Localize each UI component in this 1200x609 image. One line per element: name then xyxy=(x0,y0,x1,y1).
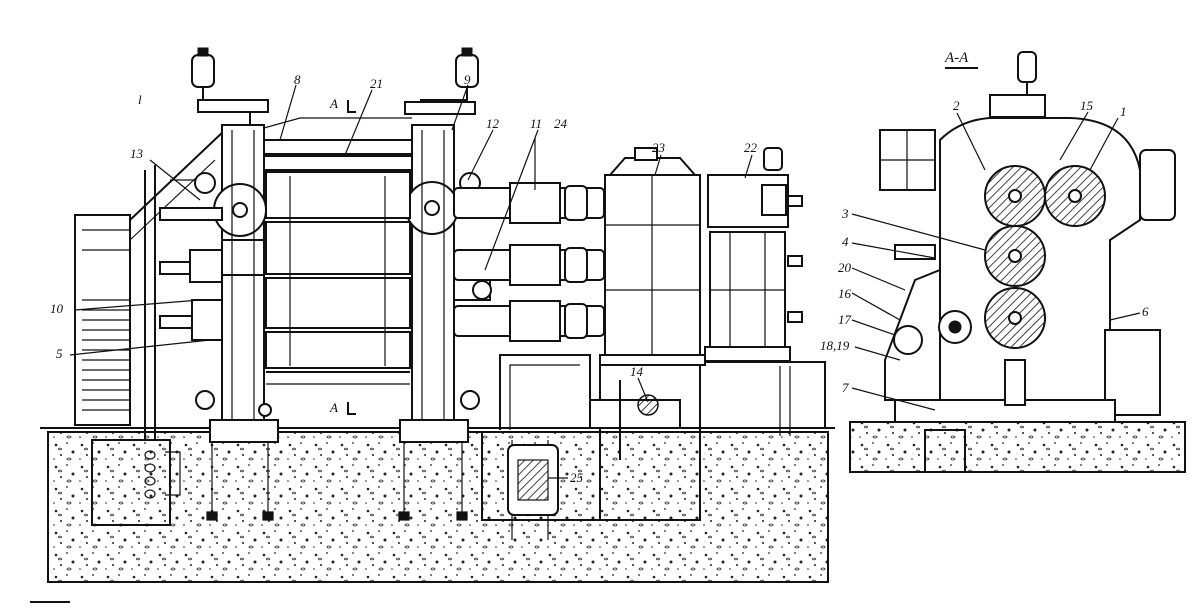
label-25: 25 xyxy=(570,470,584,485)
label-12: 12 xyxy=(486,116,500,131)
label-24: 24 xyxy=(554,116,568,131)
label-20: 20 xyxy=(838,260,852,275)
label-10: 10 xyxy=(50,301,64,316)
corner-mark: l xyxy=(138,92,142,107)
hydraulic-piping xyxy=(499,354,681,516)
section-a-a-foundation xyxy=(849,421,1186,473)
spindles xyxy=(453,182,605,342)
section-mark-top: A xyxy=(329,96,338,111)
label-9: 9 xyxy=(464,72,471,87)
label-16: 16 xyxy=(838,286,852,301)
label-21: 21 xyxy=(370,76,383,91)
label-2: 2 xyxy=(953,98,960,113)
section-cut-marks xyxy=(30,67,978,603)
label-11: 11 xyxy=(530,116,542,131)
section-title: A-A xyxy=(944,50,969,66)
label-5: 5 xyxy=(56,346,63,361)
label-15: 15 xyxy=(1080,98,1094,113)
label-4: 4 xyxy=(842,234,849,249)
label-13: 13 xyxy=(130,146,144,161)
main-foundation xyxy=(40,361,835,583)
section-a-a-rolls xyxy=(984,165,1106,349)
label-14: 14 xyxy=(630,364,644,379)
label-7: 7 xyxy=(842,380,849,395)
top-beams xyxy=(263,117,413,171)
right-frame xyxy=(399,47,492,443)
drive-motors xyxy=(704,147,803,362)
leader-lines xyxy=(69,84,1141,479)
label-17: 17 xyxy=(838,312,852,327)
label-6: 6 xyxy=(1142,304,1149,319)
label-1: 1 xyxy=(1120,104,1127,119)
label-23: 23 xyxy=(652,140,666,155)
stair-platform xyxy=(74,129,240,440)
left-frame xyxy=(191,47,279,443)
label-8: 8 xyxy=(294,72,301,87)
gearbox xyxy=(599,147,706,366)
section-mark-bottom: A xyxy=(329,400,338,415)
label-3: 3 xyxy=(841,206,849,221)
label-18-19: 18,19 xyxy=(820,338,850,353)
label-22: 22 xyxy=(744,140,758,155)
left-shafts xyxy=(159,207,223,341)
calender-rolls xyxy=(265,171,411,385)
